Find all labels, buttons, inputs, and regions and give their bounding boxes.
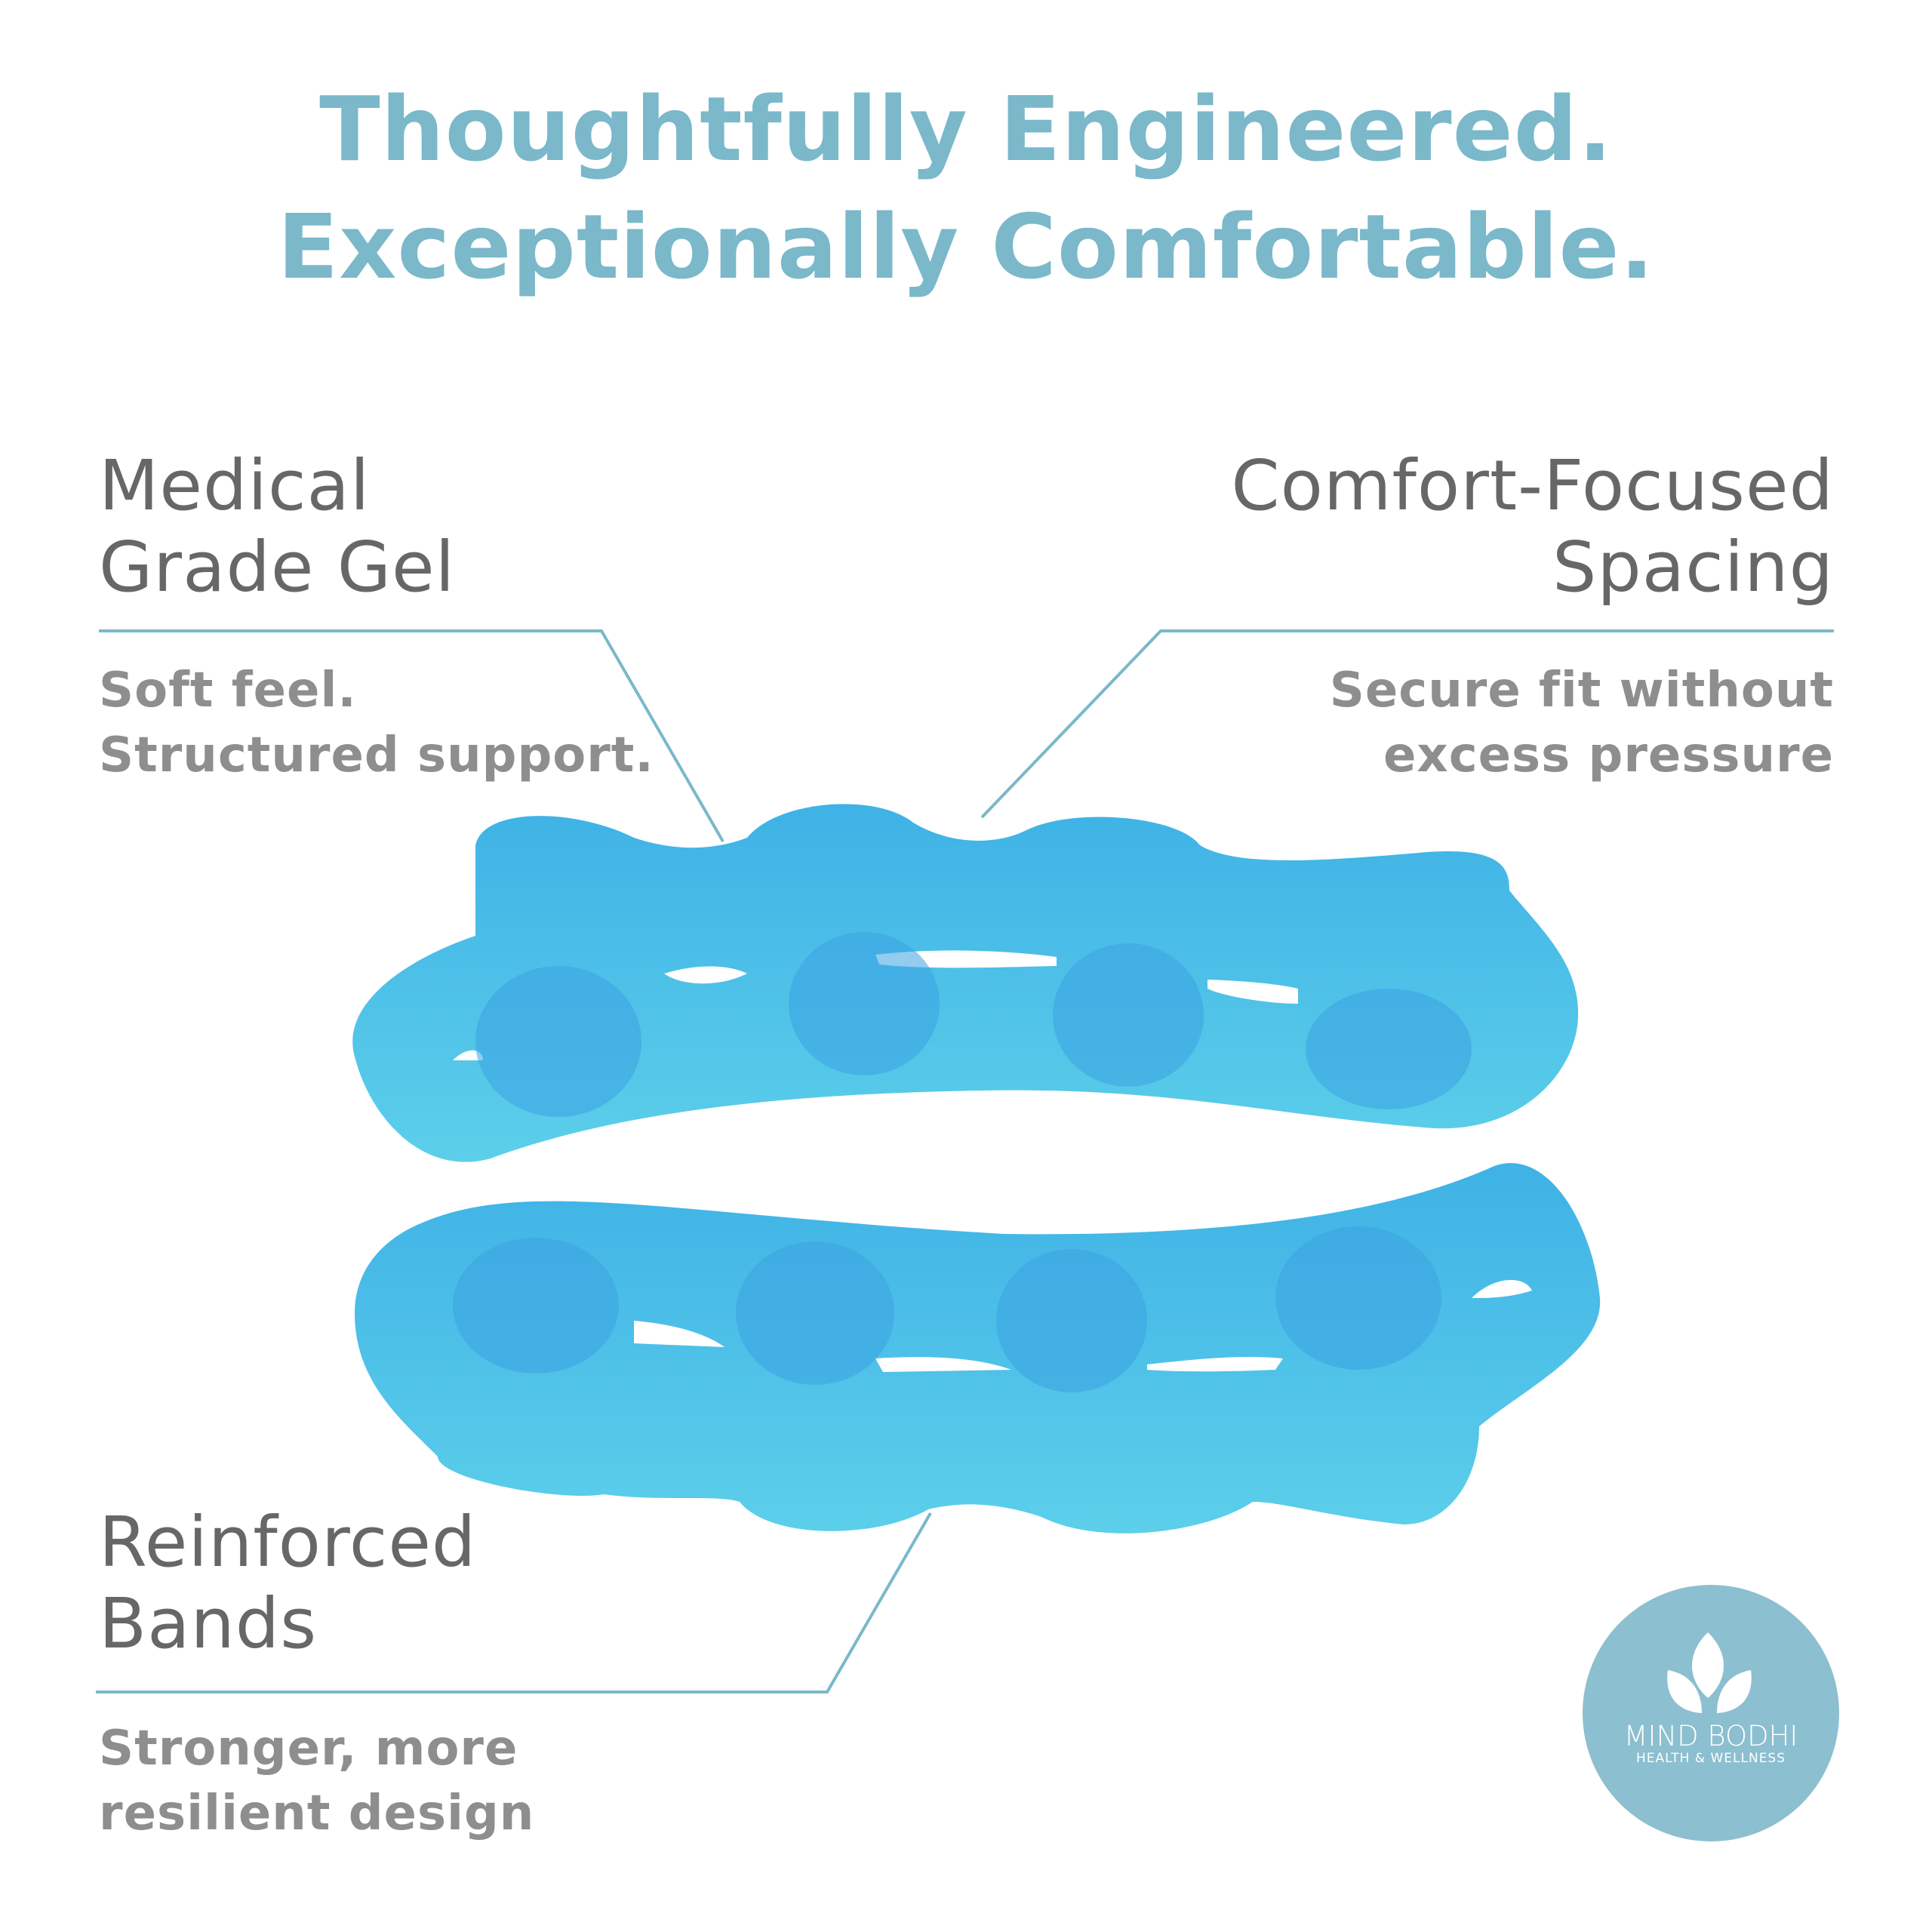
heading-line: Spacing — [1552, 527, 1834, 608]
feature-heading-spacing: Comfort-Focused Spacing — [1231, 445, 1834, 608]
description-line: Secure fit without — [1329, 663, 1834, 718]
leaf-icon — [1692, 1632, 1724, 1698]
feature-description-bands: Stronger, more resilient design — [99, 1716, 534, 1846]
description-line: Soft feel. — [99, 663, 357, 718]
heading-line: Grade Gel — [99, 527, 456, 608]
description-line: Stronger, more — [99, 1721, 518, 1777]
feature-description-spacing: Secure fit without excess pressure — [1330, 658, 1834, 788]
logo-tagline: HEALTH & WELLNESS — [1635, 1751, 1786, 1766]
feature-heading-medical-gel: Medical Grade Gel — [99, 445, 455, 608]
callout-line-bands — [96, 1512, 932, 1694]
feature-heading-bands: Reinforced Bands — [99, 1502, 476, 1665]
toe-separator-bottom — [355, 1163, 1601, 1534]
description-line: resilient design — [99, 1786, 535, 1841]
heading-line: Bands — [99, 1583, 318, 1664]
heading-line: Medical — [99, 445, 371, 526]
title-line-1: Thoughtfully Engineered. — [319, 77, 1613, 181]
toe-separator-top — [352, 804, 1579, 1162]
description-line: Structured support. — [99, 728, 654, 783]
description-line: excess pressure — [1383, 728, 1834, 783]
callout-line-medical-gel — [99, 629, 724, 842]
brand-logo — [1583, 1585, 1839, 1841]
callout-line-spacing — [980, 629, 1834, 819]
logo-name: MIND BODHI — [1623, 1720, 1798, 1752]
title-line-2: Exceptionally Comfortable. — [277, 195, 1655, 299]
heading-line: Comfort-Focused — [1231, 445, 1834, 526]
heading-line: Reinforced — [99, 1502, 477, 1583]
feature-description-medical-gel: Soft feel. Structured support. — [99, 658, 654, 788]
